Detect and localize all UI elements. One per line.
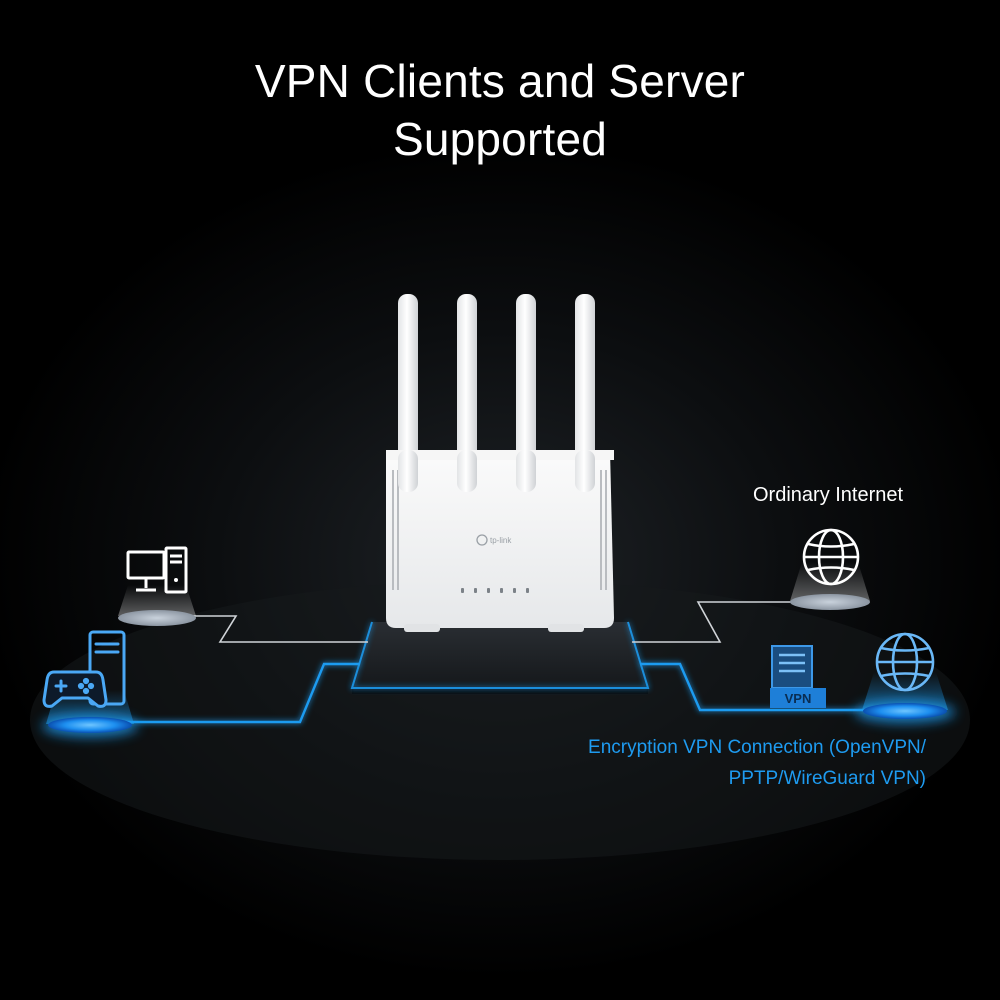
vpn-internet-node: [855, 632, 955, 723]
ordinary-internet-node: [790, 528, 870, 610]
vpn-connection-label-line-1: Encryption VPN Connection (OpenVPN/: [588, 737, 926, 758]
router: tp-link: [386, 294, 614, 632]
vpn-badge-text: VPN: [785, 691, 812, 706]
vpn-connection-label: Encryption VPN Connection (OpenVPN/ PPTP…: [520, 732, 926, 794]
vpn-globe-icon: [875, 632, 935, 692]
router-body: [386, 450, 614, 628]
title-line-2: Supported: [392, 113, 608, 165]
desktop-device: [118, 546, 196, 626]
tp-link-logo-icon: [476, 534, 488, 546]
router-antenna-3: [516, 294, 536, 486]
globe-icon: [802, 528, 860, 586]
router-antenna-1: [398, 294, 418, 486]
ordinary-connection-lines: [190, 601, 810, 643]
router-platform: [350, 621, 650, 694]
page-title: VPN Clients and Server Supported: [0, 52, 1000, 168]
vpn-connection-lines: [120, 662, 876, 724]
ordinary-internet-label: Ordinary Internet: [753, 484, 904, 506]
router-brand-text: tp-link: [490, 536, 512, 545]
vpn-server-icon: VPN: [770, 645, 826, 708]
router-antenna-4: [575, 294, 595, 486]
gaming-device: [42, 630, 138, 737]
router-leds: [461, 588, 529, 593]
router-antenna-2: [457, 294, 477, 486]
title-line-1: VPN Clients and Server: [254, 55, 746, 107]
vpn-connection-label-line-2: PPTP/WireGuard VPN): [728, 768, 926, 789]
desktop-computer-icon: [126, 546, 188, 594]
gaming-console-icon: [42, 630, 126, 708]
